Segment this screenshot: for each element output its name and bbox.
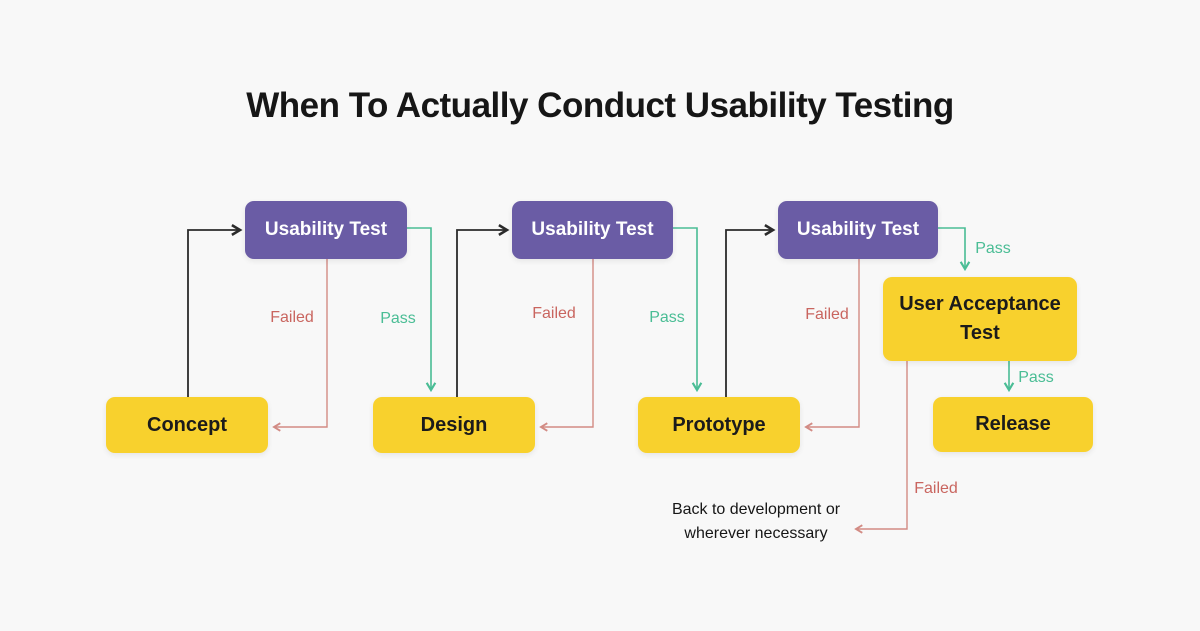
edge-label-pass-1: Pass <box>380 310 416 327</box>
node-usability-test-1: Usability Test <box>245 201 407 259</box>
node-release: Release <box>933 397 1093 452</box>
edge-label-failed-2: Failed <box>532 305 576 322</box>
node-user-acceptance-test: User Acceptance Test <box>883 277 1077 361</box>
edge-concept-to-usability-test-1 <box>187 224 243 397</box>
node-concept: Concept <box>106 397 268 453</box>
edge-pass-to-user-acceptance-test <box>938 227 971 272</box>
node-prototype: Prototype <box>638 397 800 453</box>
edge-prototype-to-usability-test-3 <box>725 224 776 397</box>
edge-label-pass-4: Pass <box>1018 369 1054 386</box>
edge-pass-to-design <box>407 227 437 393</box>
edge-label-failed-3: Failed <box>805 306 849 323</box>
edge-failed-to-back-to-development <box>854 361 908 534</box>
edge-label-failed-4: Failed <box>914 480 958 497</box>
edge-label-pass-3: Pass <box>975 240 1011 257</box>
edge-label-failed-1: Failed <box>270 309 314 326</box>
node-usability-test-2: Usability Test <box>512 201 673 259</box>
page-title: When To Actually Conduct Usability Testi… <box>246 86 954 125</box>
edge-failed-to-prototype <box>804 259 860 432</box>
edge-label-pass-2: Pass <box>649 309 685 326</box>
edge-failed-to-design <box>539 259 594 432</box>
note-line-2: wherever necessary <box>684 525 828 542</box>
note-back-to-development: Back to development or wherever necessar… <box>672 498 840 546</box>
edge-design-to-usability-test-2 <box>456 224 510 397</box>
node-design: Design <box>373 397 535 453</box>
node-usability-test-3: Usability Test <box>778 201 938 259</box>
edge-failed-to-concept <box>272 259 328 432</box>
note-line-1: Back to development or <box>671 501 841 518</box>
